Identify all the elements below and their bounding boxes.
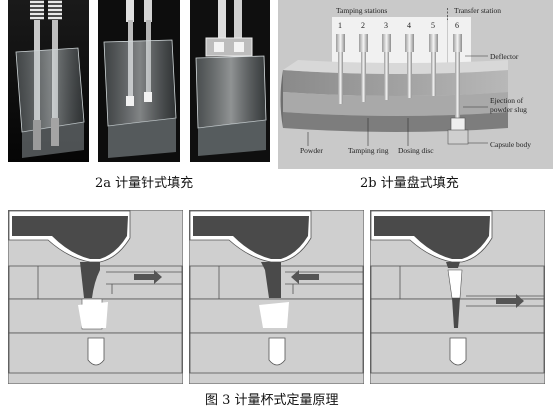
label-tamping-stations: Tamping stations [336, 6, 387, 15]
photo-2a-step1 [8, 0, 89, 162]
label-dosing-disc: Dosing disc [398, 146, 434, 155]
caption-2a: 2a 计量针式填充 [95, 176, 194, 191]
label-capsule-body: Capsule body [490, 140, 531, 149]
label-transfer-station: Transfer station [454, 6, 501, 15]
photo-2a-step2 [98, 0, 180, 162]
caption-2b: 2b 计量盘式填充 [360, 176, 459, 191]
cup-diagram-step3 [369, 209, 546, 385]
label-deflector: Deflector [490, 52, 519, 61]
station-number-4: 4 [407, 21, 411, 30]
diagram-2b: Tamping stations Transfer station 1 2 3 … [278, 0, 553, 169]
cup-diagram-step2 [188, 209, 365, 385]
station-number-6: 6 [455, 21, 459, 30]
station-number-1: 1 [338, 21, 342, 30]
label-tamping-ring: Tamping ring [348, 146, 389, 155]
label-ejection-line1: Ejection of [490, 96, 524, 105]
label-powder: Powder [300, 146, 323, 155]
caption-3: 图 3 计量杯式定量原理 [205, 393, 339, 408]
photo-2a-step3 [190, 0, 270, 162]
station-number-3: 3 [384, 21, 388, 30]
station-number-2: 2 [361, 21, 365, 30]
station-number-5: 5 [431, 21, 435, 30]
cup-diagram-step1 [7, 209, 184, 385]
label-ejection-line2: powder slug [490, 105, 527, 114]
